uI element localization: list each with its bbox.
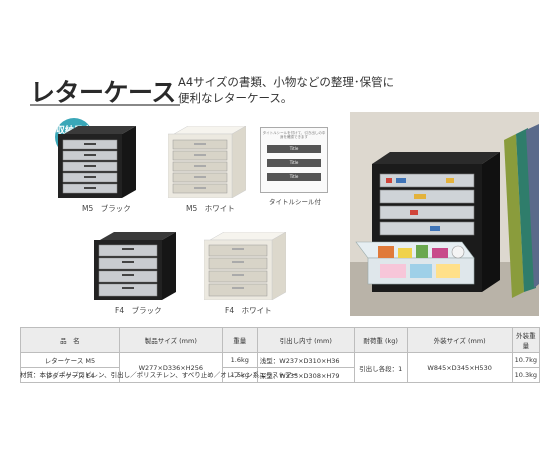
product-image-f4-black (94, 232, 176, 300)
tagline: A4サイズの書類、小物などの整理･保管に 便利なレターケース。 (178, 74, 398, 106)
tagline-line-2: 便利なレターケース。 (178, 91, 293, 105)
label-sheet-caption: タイトルシール付 (269, 198, 321, 206)
col-header-load: 耐荷重 (kg) (353, 327, 408, 353)
product-caption-f4-white: F4 ホワイト (225, 306, 272, 315)
title-block: レターケース (30, 73, 176, 109)
cell-weight: 1.5kg (221, 367, 258, 383)
label-sheet-header: タイトルシールを付けて、引き出しの中身を確認できます (262, 131, 326, 139)
col-header-weight: 重量 (221, 327, 258, 353)
product-image-m5-black (58, 126, 136, 198)
label-strip: Title (267, 173, 321, 181)
product-caption-f4-black: F4 ブラック (115, 306, 162, 315)
table-header-row: 品 名 製品サイズ (mm) 重量 引出し内寸 (mm) 耐荷重 (kg) 外装… (20, 327, 540, 353)
table-row: レターケース F4 1.5kg 深型：W235×D308×H79 10.3kg (20, 367, 540, 383)
cell-inner-size: 深型：W235×D308×H79 (256, 367, 355, 383)
label-strip: Title (267, 145, 321, 153)
col-header-outer-size: 外装サイズ (mm) (406, 327, 513, 353)
spec-table: 品 名 製品サイズ (mm) 重量 引出し内寸 (mm) 耐荷重 (kg) 外装… (20, 327, 540, 383)
product-photo (350, 112, 539, 316)
title-underline (30, 104, 180, 106)
col-header-size: 製品サイズ (mm) (118, 327, 223, 353)
title-label-sheet: タイトルシールを付けて、引き出しの中身を確認できます Title Title T… (260, 127, 328, 193)
cell-inner-size: 浅型：W237×D310×H36 (256, 352, 355, 368)
cell-name: レターケース M5 (20, 352, 120, 368)
col-header-outer-weight: 外装重量 (511, 327, 540, 353)
cell-outer-weight: 10.3kg (511, 367, 540, 383)
cell-name: レターケース F4 (20, 367, 120, 383)
product-image-m5-white (168, 126, 246, 198)
material-note: 材質：本体／ポリプロピレン、引出し／ポリスチレン、すべり止め／オレフィン系エラス… (20, 371, 299, 379)
label-strip: Title (267, 159, 321, 167)
page-title: レターケース (30, 78, 176, 107)
product-caption-m5-white: M5 ホワイト (186, 204, 235, 213)
product-image-f4-white (204, 232, 286, 300)
col-header-name: 品 名 (20, 327, 120, 353)
cell-size: W277×D336×H256 (118, 352, 223, 383)
col-header-inner-size: 引出し内寸 (mm) (256, 327, 355, 353)
cell-load: 引出し各段：1 (353, 352, 408, 383)
cell-outer-size: W845×D345×H530 (406, 352, 513, 383)
cell-outer-weight: 10.7kg (511, 352, 540, 368)
cell-weight: 1.6kg (221, 352, 258, 368)
tagline-line-1: A4サイズの書類、小物などの整理･保管に (178, 75, 395, 89)
table-row: レターケース M5 W277×D336×H256 1.6kg 浅型：W237×D… (20, 352, 540, 383)
product-caption-m5-black: M5 ブラック (82, 204, 131, 213)
